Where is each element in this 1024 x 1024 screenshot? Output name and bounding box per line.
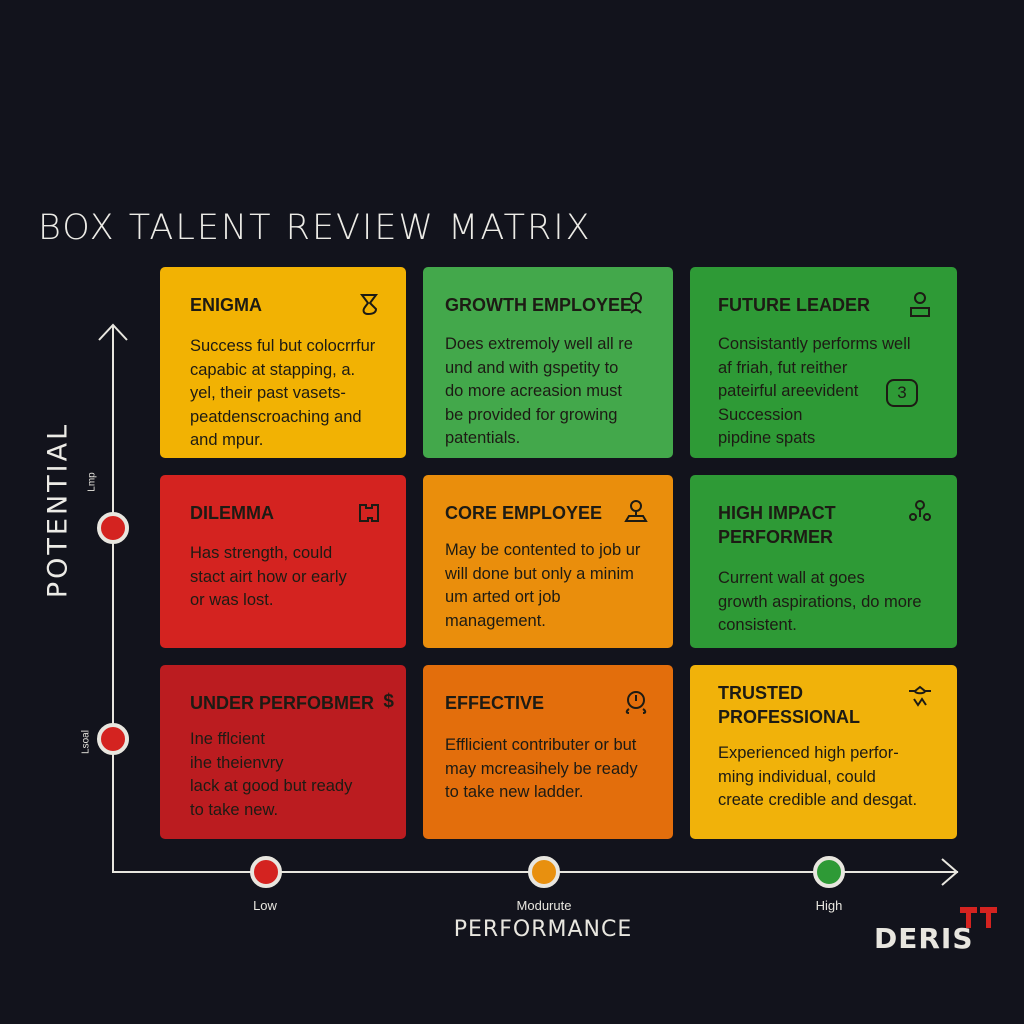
cell-description: Efflicient contributer or but may mcreas… [445,736,638,801]
cell-description: Consistantly performs well af friah, fut… [718,335,911,447]
y-marker-high [97,512,129,544]
person-growth-icon [630,292,642,314]
cell-description: Success ful but colocrrfur capabic at st… [190,337,376,449]
x-axis-label: PERFORMANCE [453,917,633,942]
leader-icon [910,292,930,317]
y-axis-arrow-icon [98,323,128,341]
y-tick-low: Lsoal [80,730,92,754]
cell-enigma: ENIGMA Success ful but colocrrfur capabi… [160,267,406,458]
handshake-icon [909,685,931,707]
cell-title: EFFECTIVE [445,693,545,713]
x-axis-arrow-icon [941,858,959,886]
cell-description: Experienced high perfor- ming individual… [718,744,918,809]
y-marker-low [97,723,129,755]
cell-future-leader: FUTURE LEADER 3 Consistantly performs we… [690,267,957,458]
logo-text: DERIS [874,922,974,955]
x-marker-low [250,856,282,888]
cell-title: ENIGMA [190,295,262,315]
cell-high-impact-performer: HIGH IMPACT PERFORMER Current wall at go… [690,475,957,648]
cell-title: CORE EMPLOYEE [445,503,603,523]
cell-title: TRUSTED PROFESSIONAL [718,683,861,727]
dollar-icon: $ [383,691,394,712]
cell-dilemma: DILEMMA Has strength, could stact airt h… [160,475,406,648]
cell-under-performer: UNDER PERFOBMER $ Ine fflcient ihe theie… [160,665,406,839]
succession-badge-icon: 3 [886,379,918,407]
y-axis-line [112,326,114,873]
cell-description: May be contented to job ur will done but… [445,541,641,630]
cell-title: FUTURE LEADER [718,295,870,315]
person-desk-icon [624,500,648,522]
cell-effective: EFFECTIVE Efflicient contributer or but … [423,665,673,839]
cell-description: Does extremoly well all re und and with … [445,335,633,447]
puzzle-piece-icon [359,504,379,522]
x-marker-high [813,856,845,888]
x-tick-low: Low [253,898,277,913]
y-axis-label: POTENTIAL [42,421,74,599]
cell-core-employee: CORE EMPLOYEE May be contented to job ur… [423,475,673,648]
cell-title: DILEMMA [190,503,274,523]
gauge-icon [625,691,647,714]
x-tick-high: High [815,898,843,913]
puzzle-icon [360,294,378,316]
cell-trusted-professional: TRUSTED PROFESSIONAL Experienced high pe… [690,665,957,839]
cell-description: Has strength, could stact airt how or ea… [190,544,347,609]
cell-title: HIGH IMPACT PERFORMER [718,503,836,547]
cell-description: Ine fflcient ihe theienvry lack at good … [190,730,353,819]
x-marker-moderate [528,856,560,888]
logo: DERIS [874,907,1004,960]
cell-title: UNDER PERFOBMER [190,693,375,713]
cell-growth-employee: GROWTH EMPLOYEE Does extremoly well all … [423,267,673,458]
logo-mark-icon [960,907,997,928]
y-tick-high: Lmp [86,472,98,492]
x-tick-moderate: Modurute [516,898,572,913]
page-title: BOX TALENT REVIEW MATRIX [38,208,592,248]
cell-title: GROWTH EMPLOYEE [445,295,633,315]
team-icon [909,500,931,521]
cell-description: Current wall at goes growth aspirations,… [718,569,922,634]
